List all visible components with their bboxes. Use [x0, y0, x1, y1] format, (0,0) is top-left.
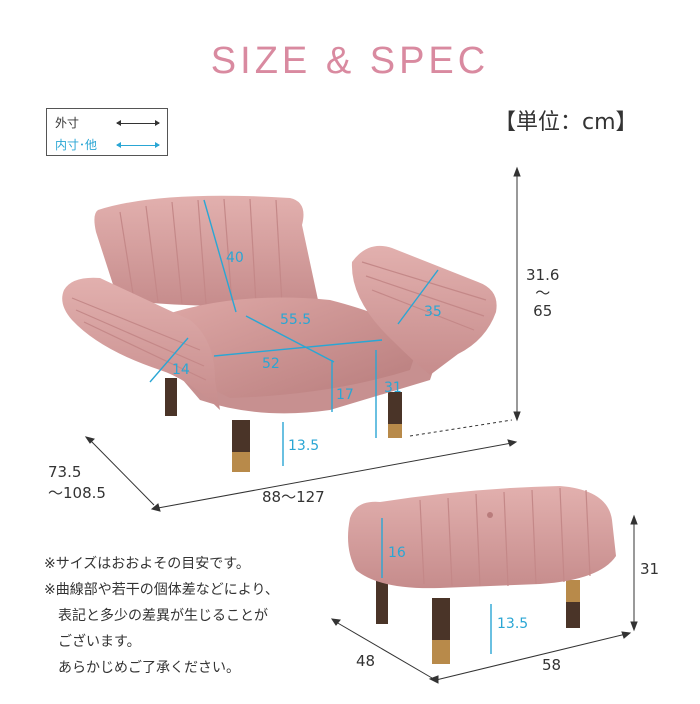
sofa-seat-width-label: 52 — [262, 356, 280, 372]
sofa-width-label: 88～127 — [262, 488, 325, 506]
outer-dimension-arrow-icon — [116, 120, 160, 126]
ottoman-leg-height-label: 13.5 — [497, 616, 529, 632]
legend-box: 外寸 内寸･他 — [46, 108, 168, 156]
sofa-depth-label: 73.5 ～108.5 — [48, 463, 106, 502]
sofa-seat-diagonal-label: 55.5 — [280, 312, 312, 328]
sofa-armrest-length-label: 35 — [424, 304, 442, 320]
note-line: ございます。 — [44, 634, 141, 650]
ottoman-illustration — [348, 486, 616, 664]
sofa-left-armrest — [62, 277, 221, 410]
ottoman-leg — [376, 580, 388, 624]
sofa-seat — [150, 297, 420, 398]
sofa-total-height-label: 31.6 ～ 65 — [526, 266, 560, 320]
unit-label: 【単位：cm】 — [494, 110, 638, 135]
ottoman-width-label: 58 — [542, 656, 562, 674]
inner-dimension-lines — [149, 199, 492, 654]
sofa-leg-height-label: 13.5 — [288, 438, 320, 454]
sofa-backrest — [94, 195, 319, 306]
note-line: ※曲線部や若干の個体差などにより、 — [44, 582, 279, 598]
legend-outer-label: 外寸 — [55, 116, 80, 130]
sofa-leg — [165, 378, 177, 416]
legend-inner-label: 内寸･他 — [55, 138, 98, 152]
sofa-armrest-width-label: 14 — [172, 362, 190, 378]
sofa-illustration — [62, 195, 497, 472]
sofa-seat-height-label: 31 — [384, 380, 402, 396]
note-line: ※サイズはおおよその目安です。 — [44, 556, 250, 572]
note-line: あらかじめご了承ください。 — [44, 660, 240, 676]
outer-dimension-lines — [84, 166, 638, 684]
sofa-backrest-height-label: 40 — [226, 250, 244, 266]
sofa-seat-cushion-height-label: 17 — [336, 387, 354, 403]
inner-dimension-arrow-icon — [116, 142, 160, 148]
ottoman-height-label: 31 — [640, 560, 660, 578]
note-line: 表記と多少の差異が生じることが — [44, 608, 268, 624]
ottoman-depth-label: 48 — [356, 652, 376, 670]
ottoman-body — [348, 486, 616, 589]
ottoman-cushion-height-label: 16 — [388, 545, 406, 561]
page-title: SIZE & SPEC — [210, 40, 490, 82]
